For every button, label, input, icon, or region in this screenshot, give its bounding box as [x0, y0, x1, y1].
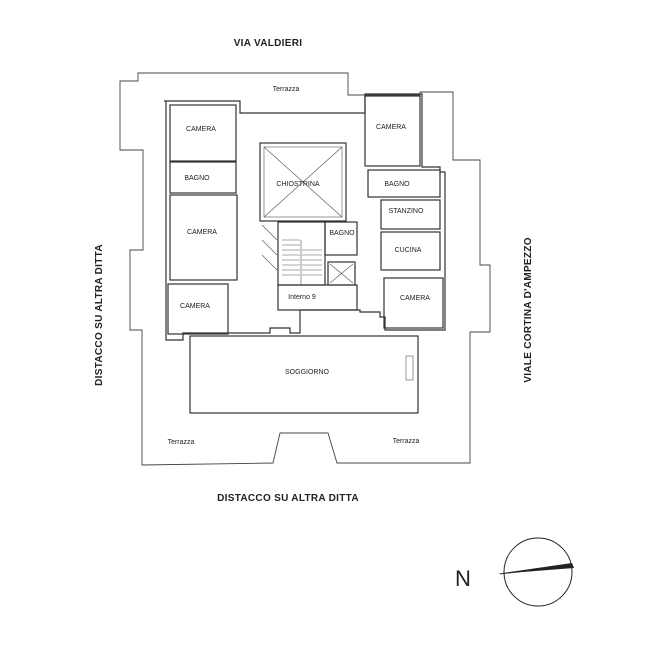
- label-soggiorno: SOGGIORNO: [285, 369, 330, 376]
- label-bagno-left: BAGNO: [184, 175, 210, 182]
- label-camera-left-2: CAMERA: [187, 229, 217, 236]
- street-right: VIALE CORTINA D'AMPEZZO: [523, 237, 534, 383]
- room-camera-right-2: [383, 277, 444, 329]
- room-bagno-right: [367, 169, 441, 198]
- label-terrazza-bottom-right: Terrazza: [393, 438, 420, 445]
- room-camera-right-1: [364, 95, 421, 167]
- label-terrazza-bottom-left: Terrazza: [168, 439, 195, 446]
- room-camera-left-3: [167, 283, 229, 335]
- chiostrina-courtyard: [259, 142, 347, 222]
- room-bagno-left: [169, 161, 237, 194]
- label-camera-right-2: CAMERA: [400, 295, 430, 302]
- landing-interno-9: [277, 284, 358, 311]
- label-cucina: CUCINA: [395, 247, 422, 254]
- street-bottom: DISTACCO SU ALTRA DITTA: [217, 493, 359, 504]
- room-cucina: [380, 231, 441, 271]
- room-camera-left-1: [169, 104, 237, 162]
- compass-needle: [496, 563, 574, 574]
- room-soggiorno: [189, 335, 419, 414]
- label-terrazza-top: Terrazza: [273, 86, 300, 93]
- street-left: DISTACCO SU ALTRA DITTA: [94, 244, 105, 386]
- street-top: VIA VALDIERI: [234, 38, 303, 49]
- label-bagno-center: BAGNO: [329, 230, 355, 237]
- label-chiostrina: CHIOSTRINA: [276, 181, 320, 188]
- compass-north-label: N: [455, 566, 471, 591]
- compass-icon: [503, 537, 573, 607]
- staircase: [277, 221, 326, 286]
- label-bagno-right: BAGNO: [384, 181, 410, 188]
- stair-steps: [261, 224, 322, 285]
- label-camera-right-1: CAMERA: [376, 124, 406, 131]
- building-outline: [164, 93, 446, 341]
- room-camera-left-2: [169, 194, 238, 281]
- label-stanzino: STANZINO: [389, 208, 424, 215]
- label-camera-left-1: CAMERA: [186, 126, 216, 133]
- terrace-boundary: [119, 72, 491, 466]
- room-bagno-center: [324, 221, 358, 256]
- label-interno: Interno 9: [288, 294, 316, 301]
- room-stanzino: [380, 199, 441, 230]
- label-camera-left-3: CAMERA: [180, 303, 210, 310]
